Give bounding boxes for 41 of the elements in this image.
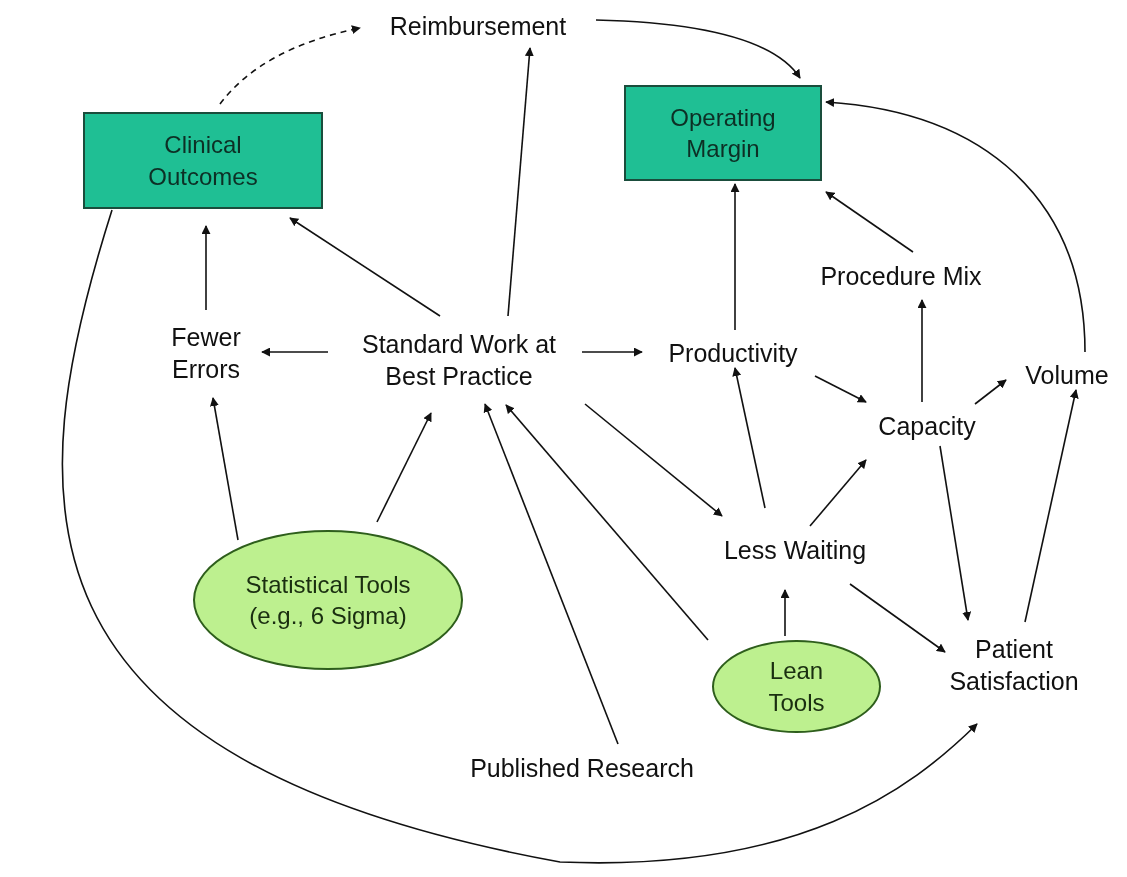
arrow: [505, 404, 709, 641]
arrow: [201, 225, 211, 311]
arrow: [584, 403, 723, 517]
arrow: [261, 347, 329, 357]
box-label: Clinical Outcomes: [147, 130, 259, 192]
arrow: [376, 412, 432, 523]
factor-label: Published Research: [434, 748, 730, 788]
arrow: [814, 375, 867, 403]
outcome-box: [83, 112, 323, 209]
arrow: [780, 589, 790, 637]
arrow: [730, 183, 740, 331]
factor-label: Productivity: [644, 334, 822, 372]
arrow: [809, 459, 867, 527]
arrow: [825, 191, 914, 253]
factor-label: Standard Work at Best Practice: [348, 318, 570, 402]
arrow: [595, 19, 801, 79]
factor-label: Volume: [1008, 355, 1126, 395]
arrow: [209, 397, 239, 541]
arrow: [825, 98, 1086, 353]
arrow: [1024, 389, 1079, 623]
arrow: [507, 47, 534, 317]
factor-label: Patient Satisfaction: [938, 625, 1090, 705]
ellipse-label: Lean Tools: [767, 656, 826, 718]
factor-label: Reimbursement: [362, 6, 594, 46]
outcome-box: [624, 85, 822, 181]
box-label: Operating Margin: [669, 102, 777, 164]
arrow: [289, 217, 441, 317]
arrow: [939, 445, 972, 621]
factor-label: Procedure Mix: [790, 256, 1012, 296]
factor-label: Capacity: [860, 406, 994, 446]
arrow: [732, 367, 766, 509]
ellipse-label: Statistical Tools (e.g., 6 Sigma): [244, 569, 412, 631]
arrow: [581, 347, 643, 357]
arrow: [849, 583, 946, 653]
factor-label: Less Waiting: [697, 530, 893, 570]
arrow: [219, 25, 361, 105]
factor-label: Fewer Errors: [150, 312, 262, 394]
arrow: [917, 299, 927, 403]
arrow: [62, 209, 978, 864]
arrow: [974, 379, 1007, 405]
arrow: [483, 403, 619, 745]
